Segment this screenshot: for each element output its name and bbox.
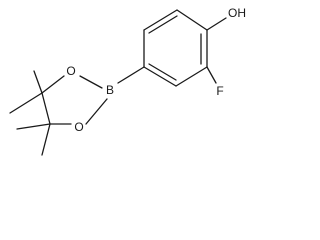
bond-c-b xyxy=(117,66,145,84)
bond-b-o-top xyxy=(79,75,103,89)
ring-bond-6 xyxy=(176,9,208,31)
hydroxyl-label: OH xyxy=(228,6,246,20)
bond-c-c-ring xyxy=(41,92,51,125)
ring-oxygen-bottom-label: O xyxy=(74,120,83,134)
ring-bond-3-inner xyxy=(148,63,177,81)
ring-bond-1 xyxy=(143,9,178,31)
ring-bond-1-inner xyxy=(148,15,178,34)
methyl-bond-2 xyxy=(9,92,43,114)
benzene-ring xyxy=(143,9,208,87)
ring-oxygen-top-label: O xyxy=(66,64,75,78)
methyl-bond-1 xyxy=(33,70,43,94)
bond-c-f xyxy=(206,66,217,84)
fluorine-label: F xyxy=(216,84,223,98)
ring-bond-4 xyxy=(175,66,208,87)
structure-svg: OH F B O O xyxy=(9,6,246,156)
methyl-bond-4 xyxy=(41,123,51,156)
bond-c-oh xyxy=(206,17,227,31)
methyl-bond-3 xyxy=(16,123,51,130)
molecule-diagram: OH F B O O xyxy=(9,6,246,156)
bond-b-o-bottom xyxy=(85,98,108,125)
methyl-groups xyxy=(9,70,51,156)
boron-label: B xyxy=(106,83,114,97)
ring-bond-3 xyxy=(143,66,177,87)
dioxaborolane-ring xyxy=(41,75,108,125)
bond-o-top-c xyxy=(41,75,65,94)
